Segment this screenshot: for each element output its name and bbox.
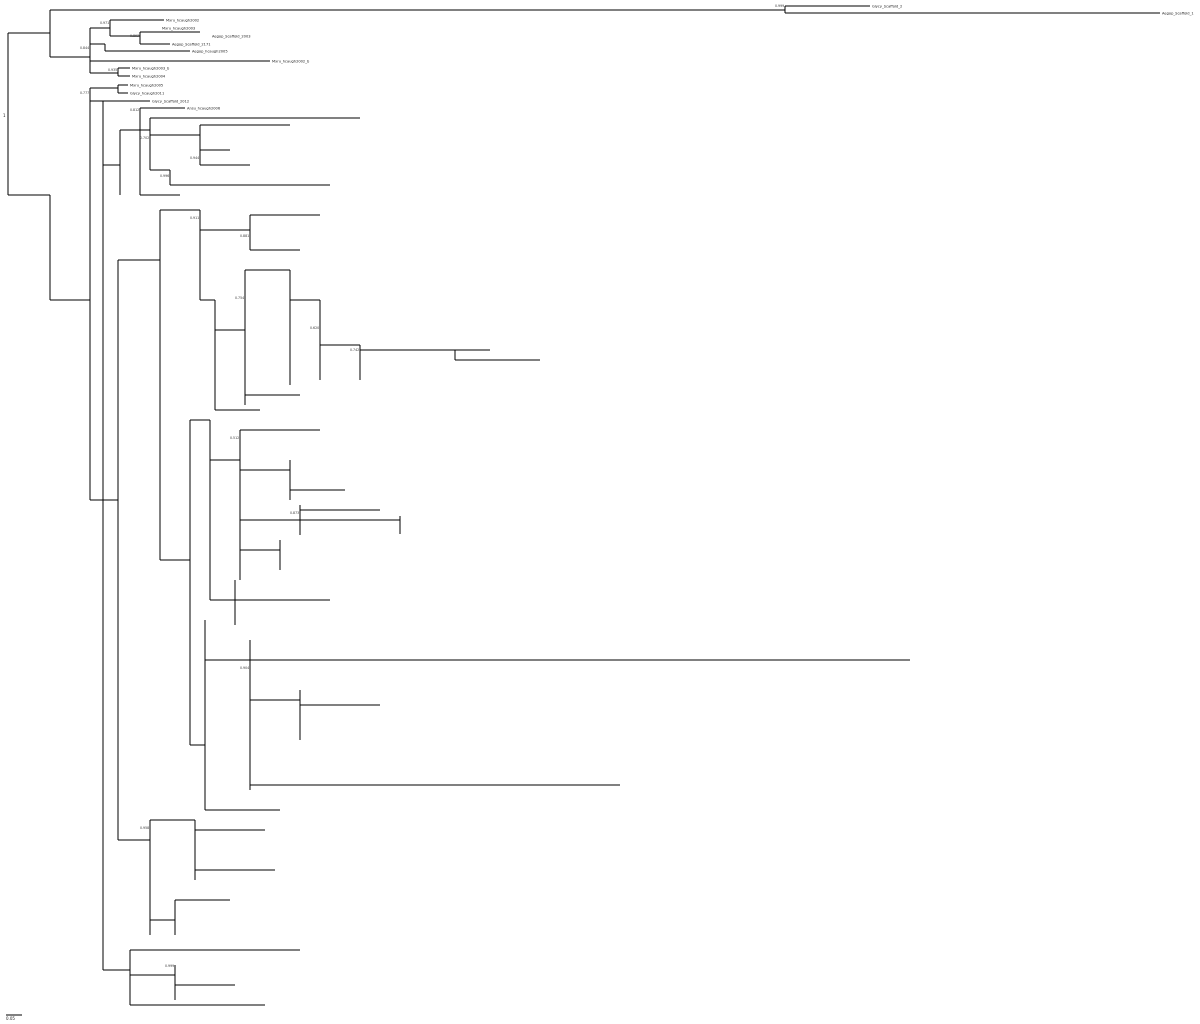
tip-label: Glycy_Scaffold_2 xyxy=(872,5,902,9)
support-value: 0.893 xyxy=(130,34,139,38)
tree-labels: Glycy_Scaffold_2Aegop_Scaffold_1Mxru_hca… xyxy=(80,4,1194,968)
root-label: 1 xyxy=(3,113,6,118)
support-value: 0.971 xyxy=(100,21,109,25)
tip-label: Mxru_hcaugh2002 xyxy=(166,19,199,23)
support-value: 0.777 xyxy=(80,91,89,95)
support-value: 0.512 xyxy=(230,436,239,440)
tip-label: Ansu_hcaugh2006 xyxy=(187,107,221,111)
support-value: 0.904 xyxy=(240,666,249,670)
tip-label: Mxru_hcaugh2004 xyxy=(132,75,166,79)
tip-label: Mxru_hcaugh2005 xyxy=(130,84,163,88)
tree-branches xyxy=(7,5,1160,1006)
support-value: 0.911 xyxy=(190,216,199,220)
support-value: 0.754 xyxy=(235,296,244,300)
tip-label: Aegop_Scaffold_2003 xyxy=(212,35,251,39)
support-value: 0.999 xyxy=(165,964,174,968)
support-value: 0.812 xyxy=(130,108,139,112)
support-value: 0.935 xyxy=(108,68,117,72)
support-value: 0.844 xyxy=(80,46,89,50)
support-value: 0.944 xyxy=(190,156,199,160)
support-value: 0.999 xyxy=(775,4,784,8)
tip-label: Mxru_hcaugh2002_b xyxy=(272,60,310,64)
tip-label: Glycy_Scaffold_2012 xyxy=(152,100,189,104)
tip-label: Mxru_hcaugh2003_b xyxy=(132,67,170,71)
tip-label: Glycy_hcaugh2011 xyxy=(130,92,164,96)
support-value: 0.996 xyxy=(160,174,169,178)
support-value: 0.958 xyxy=(140,826,149,830)
support-value: 0.702 xyxy=(140,136,149,140)
support-value: 0.873 xyxy=(290,511,299,515)
scale-bar: 0.05 xyxy=(6,1014,22,1021)
support-value: 0.881 xyxy=(240,234,249,238)
tip-label: Aegop_hcaugh2005 xyxy=(192,50,228,54)
scale-bar-label: 0.05 xyxy=(6,1016,15,1021)
tip-label: Mxru_hcaugh2003 xyxy=(162,27,195,31)
tip-label: Aegop_Scaffold_2171 xyxy=(172,43,211,47)
support-value: 0.620 xyxy=(310,326,319,330)
tip-label: Aegop_Scaffold_1 xyxy=(1162,12,1194,16)
support-value: 0.742 xyxy=(350,348,359,352)
